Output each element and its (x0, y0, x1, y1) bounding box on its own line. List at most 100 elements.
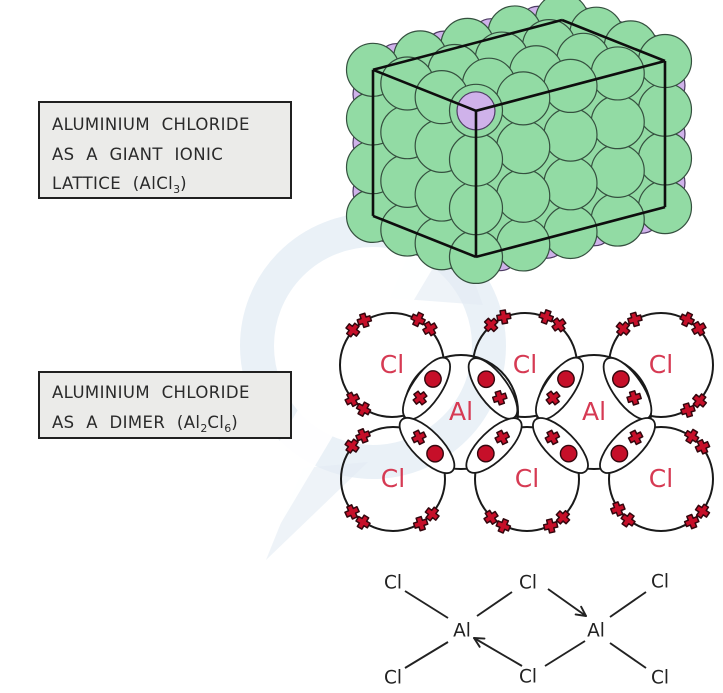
bonding-electron-cross (412, 390, 428, 406)
lone-pair-cross (542, 518, 559, 534)
lone-pair-cross (694, 438, 711, 455)
watermark-wedge (266, 462, 368, 560)
covalent-bond-line (544, 640, 586, 667)
lone-pair-cross (615, 321, 631, 337)
dimer-caption-line-1: ALUMINIUM CHLORIDE (52, 378, 286, 408)
chloride-ion-sphere (590, 95, 645, 150)
dative-bond-arrowhead (473, 637, 481, 648)
formula-atom-label: Cl (384, 668, 402, 689)
lattice-wireframe-edge (475, 205, 666, 259)
caption-text: ) (180, 174, 187, 193)
chloride-ion-sphere (590, 143, 645, 198)
formula-atom-label: Al (453, 621, 471, 642)
lone-pair-cross (692, 393, 708, 409)
formula-subscript: 6 (224, 421, 232, 435)
lattice-wireframe-edge (372, 68, 477, 113)
dative-bond-arrow (473, 637, 523, 667)
covalent-bond-line (609, 591, 647, 618)
lone-pair-cross (345, 322, 361, 338)
bonding-electron-dot (426, 444, 444, 463)
formula-atom-label: Cl (384, 573, 402, 594)
lone-pair-cross (356, 312, 373, 329)
formula-atom-label: Cl (519, 573, 537, 594)
bonding-electron-cross (626, 390, 642, 406)
chloride-ion-sphere (496, 119, 551, 175)
aluminium-atom-label: Al (582, 397, 606, 426)
lone-pair-cross (344, 438, 360, 454)
lone-pair-cross (483, 509, 499, 526)
dative-bond-arrowhead (473, 637, 486, 640)
chlorine-atom-circle (340, 426, 446, 532)
caption-text: ALUMINIUM CHLORIDE (52, 115, 250, 134)
chlorine-atom-label: Cl (380, 350, 404, 379)
lone-pair-cross (355, 401, 372, 417)
chlorine-atom-label: Cl (515, 464, 539, 493)
lattice-caption-line-1: ALUMINIUM CHLORIDE (52, 110, 286, 140)
formula-subscript: 3 (173, 183, 181, 196)
lattice-caption-line-3: LATTICE (AlCl3) (52, 169, 286, 201)
lattice-caption-box: ALUMINIUM CHLORIDE AS A GIANT IONIC LATT… (38, 101, 292, 199)
lone-pair-cross (424, 506, 440, 522)
covalent-bond-line (404, 641, 449, 669)
lone-pair-cross (483, 317, 499, 333)
bonding-electron-cross (627, 429, 644, 446)
lone-pair-cross (410, 311, 426, 328)
lone-pair-cross (412, 515, 429, 532)
dimer-caption-box: ALUMINIUM CHLORIDE AS A DIMER (Al2Cl6) (38, 371, 292, 439)
lone-pair-cross (555, 509, 571, 525)
formula-atom-label: Al (587, 621, 605, 642)
caption-text: ) (231, 412, 239, 432)
dative-bond-arrow (547, 588, 587, 617)
aluminium-atom-label: Al (449, 397, 473, 426)
lattice-caption-line-2: AS A GIANT IONIC (52, 140, 286, 170)
chloride-ion-sphere (543, 156, 598, 211)
watermark-slash (238, 205, 455, 538)
lone-pair-cross (355, 514, 371, 530)
lone-pair-cross (496, 309, 512, 325)
lone-pair-cross (683, 513, 700, 530)
chlorine-atom-label: Cl (649, 464, 673, 493)
covalent-bond-line (609, 642, 647, 669)
covalent-bond-line (404, 590, 449, 619)
chloride-ion-sphere (496, 168, 551, 223)
chlorine-atom-circle (608, 426, 714, 532)
lone-pair-cross (680, 402, 696, 418)
bonding-electron-dot (424, 370, 442, 388)
bonding-electron-dot (557, 370, 575, 388)
lattice-wireframe-edge (372, 18, 563, 72)
bonding-electron-cross (411, 429, 427, 446)
lone-pair-cross (355, 427, 371, 444)
lone-pair-cross (683, 428, 700, 445)
formula-atom-label: Cl (519, 667, 537, 688)
formula-atom-label: Cl (651, 668, 669, 689)
formula-subscript: 2 (200, 421, 208, 435)
lone-pair-cross (551, 317, 567, 333)
chlorine-atom-label: Cl (381, 464, 405, 493)
lone-pair-cross (344, 504, 360, 520)
caption-text: ALUMINIUM CHLORIDE (52, 383, 250, 402)
bonding-electron-cross (491, 389, 508, 406)
bonding-electron-dot (476, 444, 495, 463)
lattice-wireframe-edge (475, 59, 666, 113)
lone-pair-cross (422, 320, 438, 337)
bonding-electron-dot (611, 370, 630, 388)
caption-text: AS A GIANT IONIC (52, 144, 224, 164)
chloride-ion-sphere (543, 107, 598, 162)
bonding-electron-cross (494, 429, 511, 446)
lattice-wireframe-edge (561, 18, 666, 63)
bonding-electron-dot (559, 444, 578, 463)
lone-pair-cross (694, 503, 711, 519)
caption-text: LATTICE (AlCl (52, 174, 174, 193)
lone-pair-cross (620, 512, 636, 528)
lone-pair-cross (627, 311, 643, 328)
dimer-caption-line-2: AS A DIMER (Al2Cl6) (52, 408, 286, 440)
ionic-lattice-figure (345, 0, 693, 285)
covalent-bond-line (476, 591, 513, 617)
bonding-electron-cross (544, 429, 561, 446)
dative-bond-arrowhead (574, 613, 587, 617)
lone-pair-cross (538, 309, 555, 325)
